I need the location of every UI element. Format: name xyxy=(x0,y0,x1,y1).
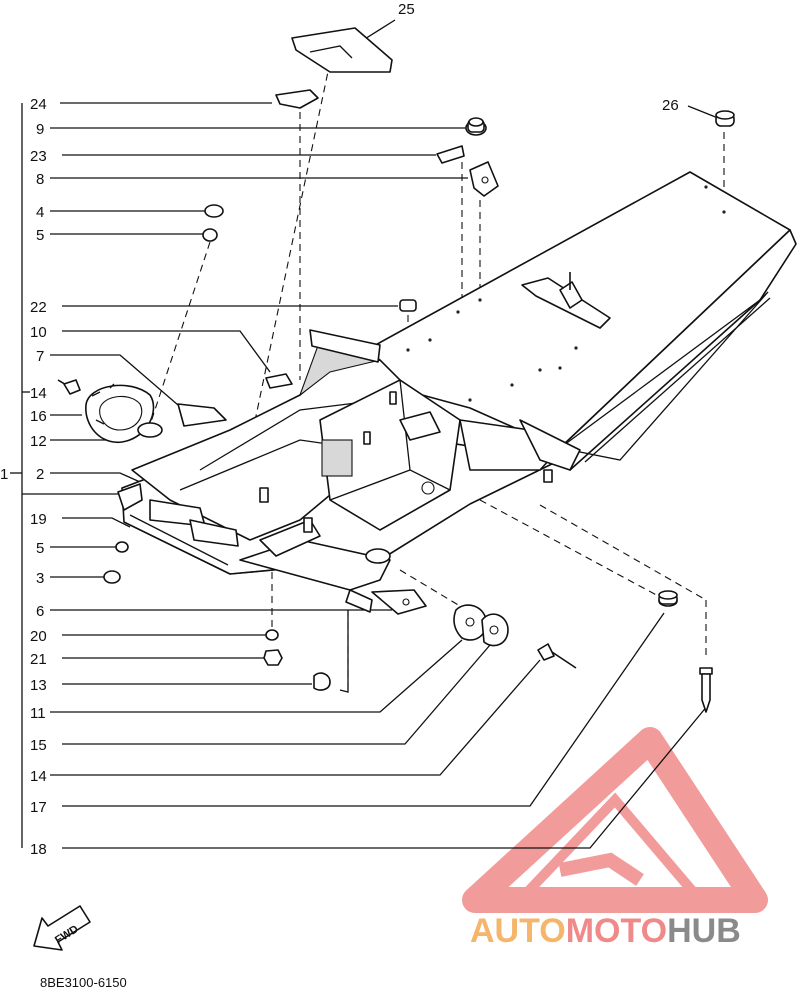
watermark-hub: HUB xyxy=(667,912,741,950)
frame-studs xyxy=(259,391,553,533)
assembly-dash-lines xyxy=(149,61,725,693)
label-25: 25 xyxy=(398,1,415,18)
washer-part-20 xyxy=(265,629,279,641)
label-19: 19 xyxy=(30,511,47,528)
bolt-part-14a xyxy=(57,379,81,395)
label-1: 1 xyxy=(0,466,8,483)
label-3: 3 xyxy=(36,570,44,587)
nut-part-21 xyxy=(263,649,283,666)
grommet-part-9 xyxy=(465,117,487,136)
label-14a: 14 xyxy=(30,385,47,402)
bolt-part-14b xyxy=(537,643,577,669)
watermark-text: AUTOMOTOHUB xyxy=(470,912,741,950)
label-17: 17 xyxy=(30,799,47,816)
watermark-logo xyxy=(462,727,768,913)
label-14b: 14 xyxy=(30,768,47,785)
leader-lines xyxy=(22,19,719,849)
label-22: 22 xyxy=(30,299,47,316)
pad-part-22 xyxy=(399,299,417,312)
rivet-part-18 xyxy=(699,667,713,713)
coupling-part-16 xyxy=(85,383,155,443)
label-18: 18 xyxy=(30,841,47,858)
grommet-part-3 xyxy=(103,570,121,584)
cap-part-17 xyxy=(658,590,678,607)
label-7: 7 xyxy=(36,348,44,365)
label-20: 20 xyxy=(30,628,47,645)
label-4: 4 xyxy=(36,204,44,221)
tunnel-bracket xyxy=(521,277,611,329)
tunnel-rivets xyxy=(406,185,726,402)
grommet-part-13 xyxy=(313,672,331,691)
label-2: 2 xyxy=(36,466,44,483)
label-24: 24 xyxy=(30,96,47,113)
grommet-part-4 xyxy=(204,204,224,218)
watermark-auto: AUTO xyxy=(470,912,566,950)
label-16: 16 xyxy=(30,408,47,425)
label-6: 6 xyxy=(36,603,44,620)
frame-assembly xyxy=(117,171,797,613)
label-26: 26 xyxy=(662,97,679,114)
label-9: 9 xyxy=(36,121,44,138)
svg-text:AUTOMOTOHUB: AUTOMOTOHUB xyxy=(470,912,741,950)
bracket-part-7 xyxy=(177,403,227,427)
diagram-part-number: 8BE3100-6150 xyxy=(40,975,127,990)
label-5a: 5 xyxy=(36,227,44,244)
watermark-triangle xyxy=(462,727,768,913)
fwd-arrow: FWD xyxy=(33,905,91,951)
label-bracket xyxy=(10,103,23,848)
label-23: 23 xyxy=(30,148,47,165)
label-8: 8 xyxy=(36,171,44,188)
label-12: 12 xyxy=(30,433,47,450)
label-15: 15 xyxy=(30,737,47,754)
seat-plate-part-25 xyxy=(291,27,393,73)
collar-part-5b xyxy=(115,541,129,553)
collar-part-5a xyxy=(202,228,218,242)
frame-lower-skid xyxy=(117,483,143,511)
damper-part-23 xyxy=(436,145,465,164)
watermark-moto: MOTO xyxy=(566,912,667,950)
label-5b: 5 xyxy=(36,540,44,557)
small-parts xyxy=(57,27,735,713)
label-11: 11 xyxy=(30,705,46,722)
label-13: 13 xyxy=(30,677,47,694)
bracket-part-6 xyxy=(371,589,427,615)
part-labels: 25 24 9 23 8 4 5 22 10 7 14 16 12 1 2 19… xyxy=(0,1,679,858)
pad-part-24 xyxy=(275,89,319,109)
label-21: 21 xyxy=(30,651,47,668)
damper-part-10 xyxy=(265,373,293,389)
label-10: 10 xyxy=(30,324,47,341)
cap-part-26 xyxy=(715,110,735,127)
